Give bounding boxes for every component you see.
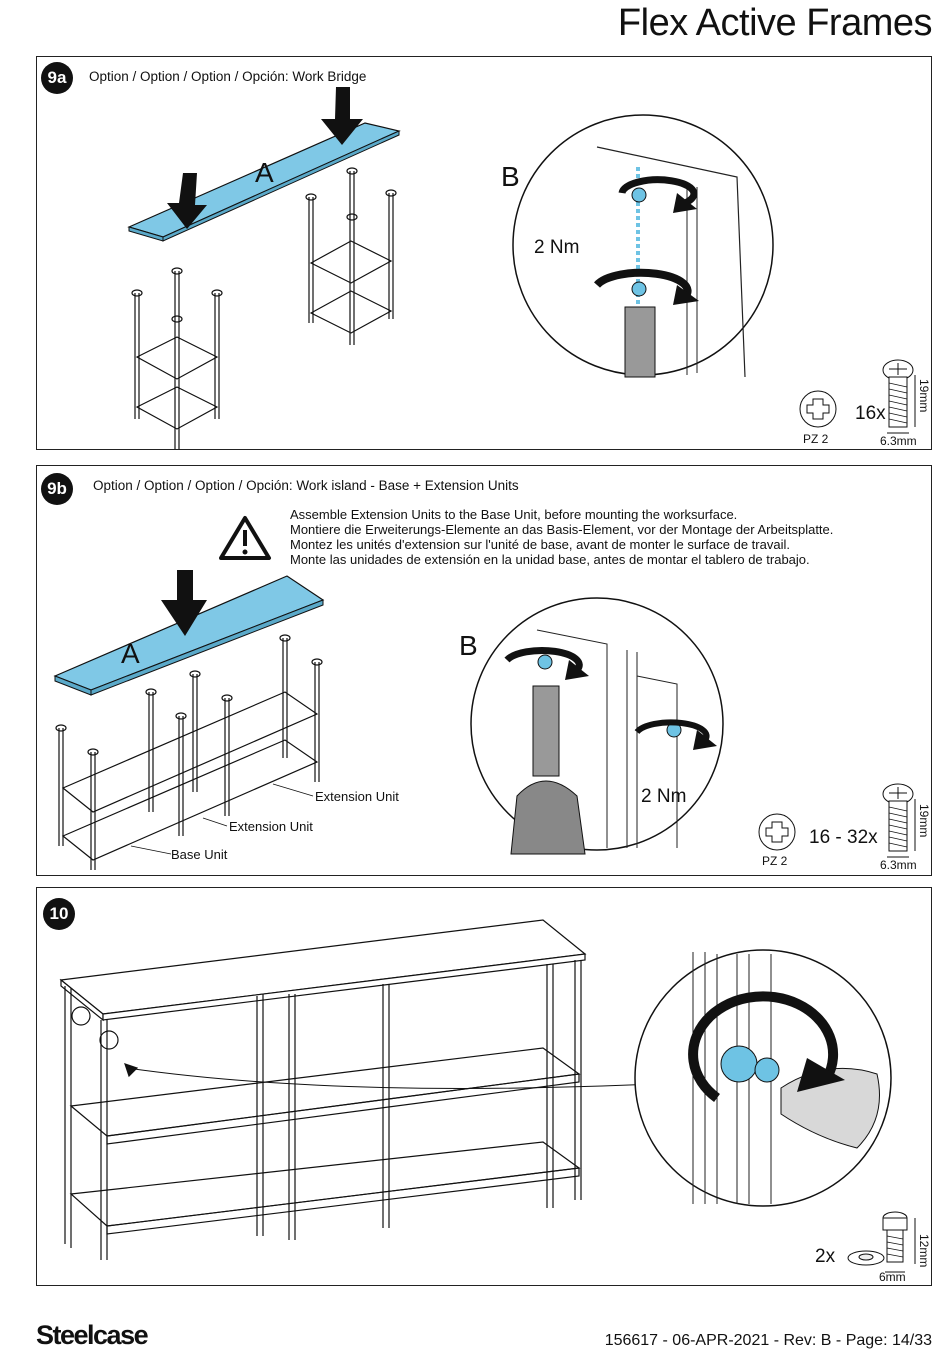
- callout-base-unit: Base Unit: [171, 847, 228, 862]
- screw-hardware-icon: [882, 783, 916, 858]
- step-number-badge: 9a: [41, 62, 73, 94]
- step-9b-panel: 9b Option / Option / Option / Opción: Wo…: [36, 465, 932, 876]
- detail-circle-bolt: [634, 949, 892, 1207]
- rotate-arrow-icon: [634, 719, 710, 742]
- quantity-label: 16x: [855, 403, 886, 424]
- screw-hardware-icon: [882, 359, 916, 434]
- step-number-badge: 10: [43, 898, 75, 930]
- screw-length-label: 19mm: [917, 804, 931, 838]
- rotate-arrow-icon: [618, 176, 698, 207]
- bolt-length-label: 12mm: [917, 1234, 931, 1268]
- screw-icon: [537, 654, 553, 670]
- bolt-hardware-icon: [882, 1211, 916, 1273]
- screw-icon: [631, 281, 647, 297]
- label-b: B: [459, 630, 478, 661]
- pz2-bit-icon: [758, 813, 796, 851]
- screw-diameter-label: 6.3mm: [880, 434, 917, 448]
- note-line-de: Montiere die Erweiterungs-Elemente an da…: [290, 522, 834, 537]
- rotate-arrow-icon: [594, 268, 692, 300]
- note-line-en: Assemble Extension Units to the Base Uni…: [290, 507, 738, 522]
- screw-diameter-label: 6.3mm: [880, 858, 917, 872]
- rotate-arrow-icon: [504, 647, 583, 673]
- rotate-arrow-icon: [688, 991, 839, 1103]
- brand-logo: Steelcase: [36, 1320, 149, 1350]
- tool-label: PZ 2: [762, 854, 788, 868]
- torque-value: 2 Nm: [641, 786, 687, 807]
- arrow-down-icon: [167, 87, 363, 229]
- document-title: Flex Active Frames: [617, 2, 933, 44]
- right-frame: [305, 167, 397, 345]
- step-number-badge: 9b: [41, 473, 73, 505]
- step-10-illustration: [59, 919, 916, 1273]
- label-a: A: [255, 157, 274, 188]
- quantity-label: 2x: [815, 1246, 836, 1267]
- bolt-icon: [720, 1045, 758, 1083]
- left-frame: [131, 267, 223, 449]
- screw-length-label: 19mm: [917, 379, 931, 413]
- assembled-work-island: [59, 919, 656, 1260]
- callout-extension-unit: Extension Unit: [229, 819, 313, 834]
- arrow-down-icon: [161, 570, 207, 636]
- step-10-panel: 10 2x 12mm 6mm: [36, 887, 932, 1286]
- screw-icon: [631, 187, 647, 203]
- label-b: B: [501, 161, 520, 192]
- note-line-es: Monte las unidades de extensión en la un…: [290, 552, 810, 567]
- quantity-label: 16 - 32x: [809, 827, 878, 848]
- tool-label: PZ 2: [803, 432, 829, 446]
- option-text: Option / Option / Option / Opción: Work …: [89, 69, 367, 84]
- step-9b-illustration: [53, 516, 916, 870]
- warning-triangle-icon: [219, 516, 271, 560]
- callout-extension-unit: Extension Unit: [315, 789, 399, 804]
- step-9a-panel: 9a Option / Option / Option / Opción: Wo…: [36, 56, 932, 450]
- washer-icon: [847, 1250, 885, 1266]
- detail-circle-b: [470, 597, 724, 855]
- warning-note: Assemble Extension Units to the Base Uni…: [290, 507, 833, 567]
- document-reference: 156617 - 06-APR-2021 - Rev: B - Page: 14…: [604, 1332, 932, 1349]
- step-9a-illustration: [127, 87, 916, 449]
- bolt-diameter-label: 6mm: [879, 1270, 906, 1284]
- pz2-bit-icon: [799, 390, 837, 428]
- label-a: A: [121, 638, 140, 669]
- base-and-extension-units: [55, 634, 323, 870]
- detail-circle-b: [512, 114, 774, 378]
- option-text: Option / Option / Option / Opción: Work …: [93, 478, 519, 493]
- note-line-fr: Montez les unités d'extension sur l'unit…: [290, 537, 790, 552]
- torque-value: 2 Nm: [534, 237, 580, 258]
